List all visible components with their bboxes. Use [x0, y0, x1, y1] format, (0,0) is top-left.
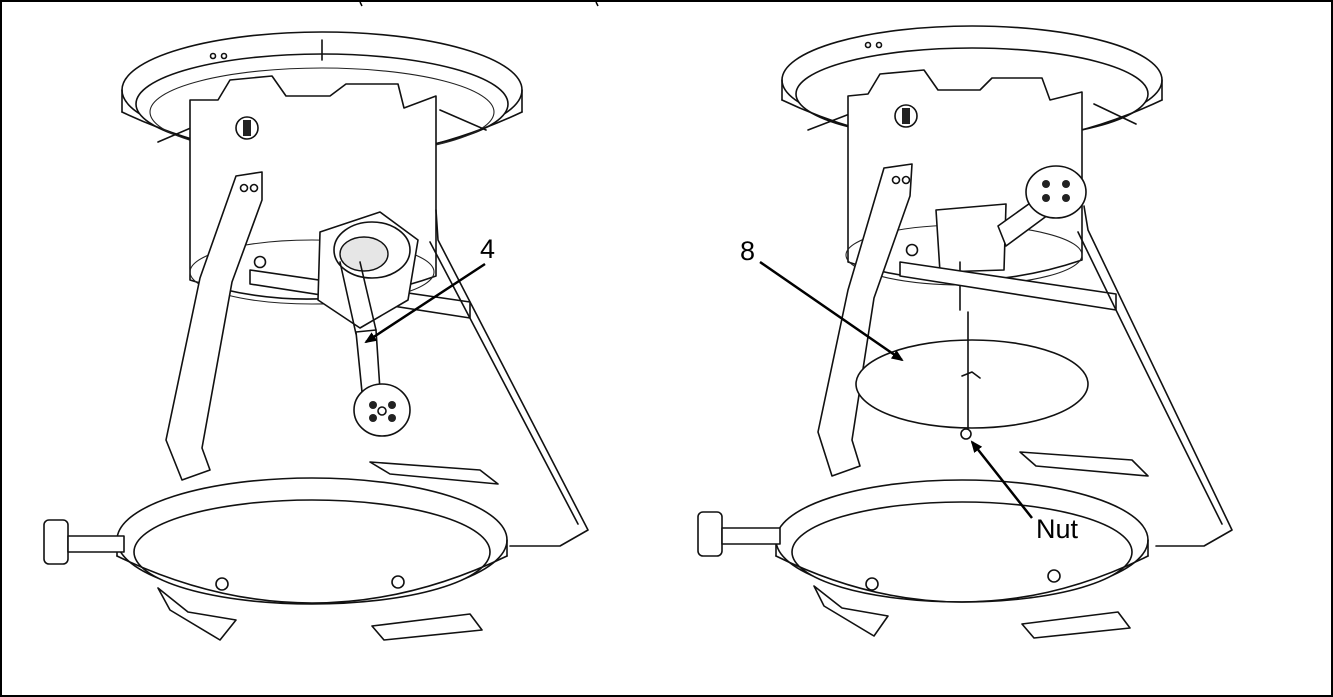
left-leg [165, 171, 267, 481]
cropped-header-text [359, 1, 599, 7]
left-burner-assembly: 4 [43, 31, 589, 641]
heat-shield-plate [855, 311, 1089, 440]
right-burner-assembly: 8 Nut [697, 25, 1233, 639]
bottom-ring-right [697, 451, 1149, 639]
right-leg [435, 209, 589, 547]
valve-assembly [317, 211, 419, 437]
callout-arrow-4 [364, 262, 486, 344]
callout-arrow-nut [970, 440, 1033, 519]
callout-label-4: 4 [480, 234, 495, 264]
venturi-right [997, 165, 1087, 247]
callout-arrow-8 [759, 260, 904, 362]
left-leg-right [817, 163, 919, 477]
callout-label-8: 8 [740, 236, 755, 266]
right-leg-right [1083, 205, 1233, 547]
bottom-ring [43, 461, 508, 641]
callout-label-nut: Nut [1036, 514, 1079, 544]
